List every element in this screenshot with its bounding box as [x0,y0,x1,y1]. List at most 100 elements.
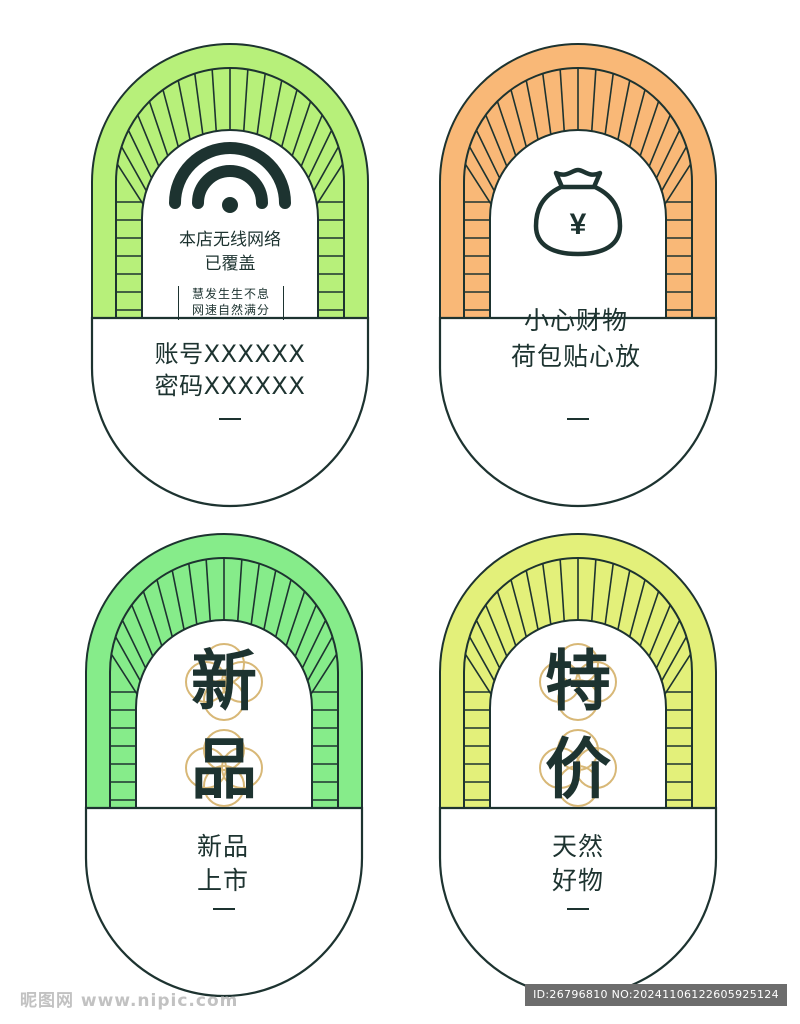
arch-ray [274,579,292,638]
arch-ray [559,559,566,622]
arch-ray [294,604,317,657]
arch-ray [127,129,153,179]
arch-ray [660,146,688,192]
money-line1: 小心财物 [523,306,628,335]
arch-ray [496,101,517,157]
arch-ray [285,591,306,647]
watermark-site: 昵图网 www.nipic.com [20,991,239,1011]
sale-big-char2: 价 [545,730,611,808]
arch-ray [590,559,597,622]
sale-sign-card [438,533,718,998]
new-line2: 上市 [196,866,249,895]
arch-ray [148,101,169,157]
arch-ray [628,579,646,638]
arch-ray [617,80,631,140]
divider-dash [567,908,589,910]
arch-ray [628,89,646,148]
arch-ray [236,559,243,622]
arch-ray [468,636,496,682]
wifi-credentials: 账号XXXXXX 密码XXXXXX [140,338,320,402]
wifi-sign-card [90,43,370,508]
arch-ray [121,619,147,669]
divider-dash [213,908,235,910]
wifi-slogan-line2: 网速自然满分 [191,303,270,317]
arch-ray [269,80,283,140]
new-text: 新品 上市 [173,830,273,898]
wifi-account: 账号XXXXXX [154,340,306,368]
arch-ray [617,570,631,630]
arch-ray [114,636,142,682]
arch-rays [116,68,344,311]
arch-ray [510,579,528,638]
arch-ray [485,114,508,167]
arch-ray [525,80,539,140]
arch-ray [648,604,671,657]
arch-ray [263,570,277,630]
arch-ray [131,604,154,657]
arch-ray [120,146,148,192]
money-sign-card: ¥ [438,43,718,508]
arch-ray [639,101,660,157]
watermark-id: ID:26796810 NO:20241106122605925124 [525,984,787,1006]
arch-ray [559,69,566,132]
wifi-slogan: 慧发生生不息 网速自然满分 [178,286,284,320]
arch-ray [639,591,660,647]
wifi-icon [169,142,291,213]
arch-ray [475,129,501,179]
arch-ray [116,163,144,205]
arch-ray [171,570,185,630]
wifi-slogan-line1: 慧发生生不息 [191,287,270,301]
money-bag-yuan-icon: ¥ [533,167,623,257]
arch-ray [541,563,552,625]
arch-ray [162,89,180,148]
arch-ray [475,619,501,669]
arch-ray [205,559,212,622]
sale-line1: 天然 [551,832,604,861]
arch-ray [242,69,249,132]
arch-ray [280,89,298,148]
arch-ray [187,563,198,625]
wifi-title-line2: 已覆盖 [204,254,256,274]
arch-ray [468,146,496,192]
wifi-password: 密码XXXXXX [154,372,306,400]
arch-ray [664,163,692,205]
arch-ray [541,73,552,135]
arch-ray [301,619,327,669]
arch-ray [211,69,218,132]
arch-ray [307,129,333,179]
wifi-title-line1: 本店无线网络 [179,230,281,250]
arch-ray [590,69,597,132]
arch-ray [604,563,615,625]
arch-ray [291,101,312,157]
arch-ray [310,653,338,695]
new-big-char2: 品 [191,730,257,808]
arch-ray [604,73,615,135]
arch-ray [300,114,323,167]
arch-ray [250,563,261,625]
arch-ray [137,114,160,167]
arch-ray [312,146,340,192]
arch-ray [496,591,517,647]
arch-ray [316,163,344,205]
arch-ray [156,579,174,638]
arch-ray [110,653,138,695]
arch-ray [648,114,671,167]
arch-ray [306,636,334,682]
arch-ray [525,570,539,630]
arch-ray [485,604,508,657]
sale-text: 天然 好物 [528,830,628,898]
yuan-symbol: ¥ [570,208,587,241]
divider-dash [219,418,241,420]
sale-big-char1: 特 [545,642,611,720]
arch-ray [464,163,492,205]
arch-ray [510,89,528,148]
arch-ray [177,80,191,140]
arch-ray [256,73,267,135]
new-sign-card [84,533,364,998]
money-text: 小心财物 荷包贴心放 [486,303,666,375]
arch-ray [193,73,204,135]
new-line1: 新品 [196,832,249,861]
arch-ray [464,653,492,695]
sale-line2: 好物 [551,866,604,895]
